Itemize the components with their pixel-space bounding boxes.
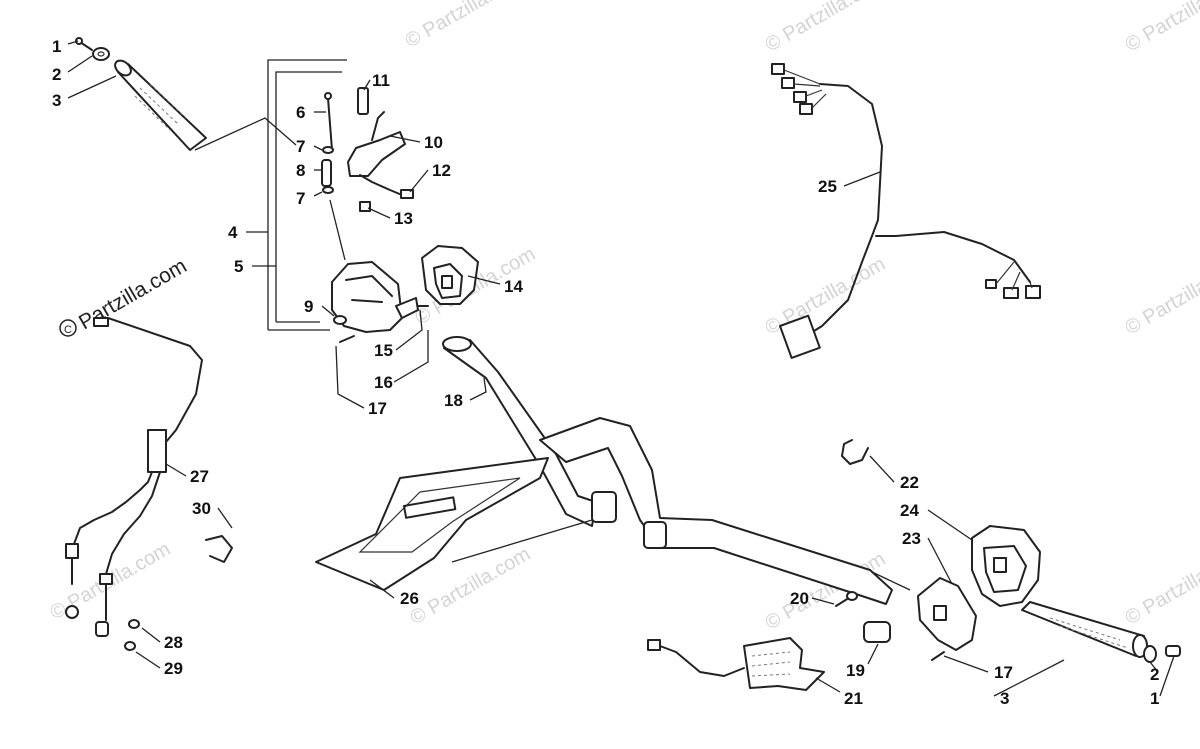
callout-labels: 1 2 3 4 5 6 7 8 7 9 10 11 12 13 14 15 16… <box>52 37 1159 708</box>
wiring-harness <box>771 63 1041 359</box>
callout-1: 1 <box>52 37 61 56</box>
nut-28 <box>128 619 140 629</box>
callout-7: 7 <box>296 137 305 156</box>
grip-heater <box>647 637 825 691</box>
callout-13: 13 <box>394 209 413 228</box>
handlebar <box>442 336 911 605</box>
copyright-icon <box>59 319 77 337</box>
throttle-housing <box>331 261 429 343</box>
right-control-switch <box>971 525 1041 607</box>
magnet <box>357 87 369 115</box>
brand-watermark-text: Partzilla.com <box>75 254 191 334</box>
callout-12: 12 <box>432 161 451 180</box>
clip-30 <box>205 535 233 563</box>
callout-22: 22 <box>900 473 919 492</box>
washer-lower <box>322 186 334 194</box>
callout-17: 17 <box>994 663 1013 682</box>
right-washer <box>1143 645 1157 663</box>
pivot-pin <box>327 97 333 151</box>
callout-15: 15 <box>374 341 393 360</box>
callout-7: 7 <box>296 189 305 208</box>
callout-5: 5 <box>234 257 243 276</box>
callout-2: 2 <box>52 65 61 84</box>
callout-19: 19 <box>846 661 865 680</box>
callout-29: 29 <box>164 659 183 678</box>
handlebar-pad <box>315 457 593 591</box>
spacer <box>359 201 371 212</box>
callout-14: 14 <box>504 277 523 296</box>
callout-10: 10 <box>424 133 443 152</box>
washer-upper <box>322 146 334 154</box>
callout-9: 9 <box>304 297 313 316</box>
watermark-text: © Partzilla.com <box>1122 543 1200 629</box>
retaining-ring <box>841 439 869 465</box>
callout-20: 20 <box>790 589 809 608</box>
right-screw <box>1165 645 1181 657</box>
callout-30: 30 <box>192 499 211 518</box>
bushing <box>321 159 332 187</box>
callout-16: 16 <box>374 373 393 392</box>
svg-text:C: C <box>64 324 72 336</box>
sensor-connector <box>400 189 414 199</box>
callout-27: 27 <box>190 467 209 486</box>
brand-logo <box>402 496 457 519</box>
callout-3: 3 <box>52 91 61 110</box>
left-grip-assembly <box>75 37 207 151</box>
watermark-text: © Partzilla.com <box>402 0 530 52</box>
watermark-text: © Partzilla.com <box>762 0 890 56</box>
bushing-19 <box>863 621 891 643</box>
callout-28: 28 <box>164 633 183 652</box>
callout-2: 2 <box>1150 665 1159 684</box>
callout-18: 18 <box>444 391 463 410</box>
screw-17-right <box>931 651 945 661</box>
callout-1: 1 <box>1150 689 1159 708</box>
left-grip <box>117 63 207 151</box>
callout-24: 24 <box>900 501 919 520</box>
throttle-cable <box>65 317 233 651</box>
washer-29 <box>124 641 136 651</box>
callout-8: 8 <box>296 161 305 180</box>
left-control-switch <box>421 245 479 305</box>
left-washer <box>92 47 110 61</box>
right-grip-assembly <box>1021 601 1181 663</box>
leader-lines <box>67 40 1175 697</box>
callout-23: 23 <box>902 529 921 548</box>
screw-9 <box>333 315 347 325</box>
callout-3: 3 <box>1000 689 1009 708</box>
callout-25: 25 <box>818 177 837 196</box>
watermark-text: © Partzilla.com <box>1122 0 1200 56</box>
callout-26: 26 <box>400 589 419 608</box>
throttle-lever-assembly <box>321 87 414 261</box>
callout-17: 17 <box>368 399 387 418</box>
screw-17-left <box>339 335 355 343</box>
right-housing-bracket <box>917 577 977 661</box>
callout-21: 21 <box>844 689 863 708</box>
watermark-text: © Partzilla.com <box>1122 253 1200 339</box>
throttle-lever <box>347 131 406 177</box>
callout-4: 4 <box>228 223 238 242</box>
callout-6: 6 <box>296 103 305 122</box>
callout-11: 11 <box>372 71 390 90</box>
